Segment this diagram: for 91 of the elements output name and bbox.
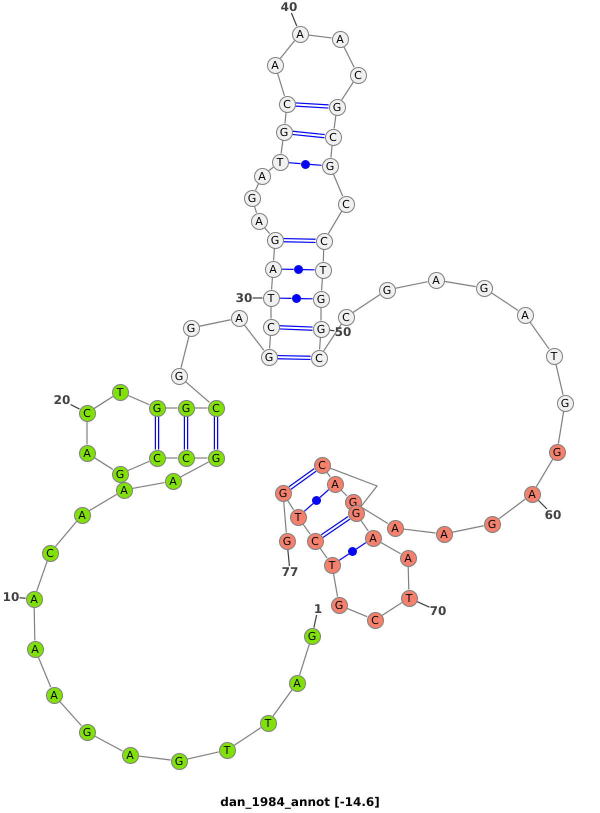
- nucleotide-circle: G: [312, 320, 330, 338]
- nucleotide-circle: T: [272, 154, 288, 170]
- nucleotide-circle: A: [264, 260, 282, 278]
- nucleotide-circle: G: [328, 98, 346, 116]
- nucleotide-circle: G: [322, 158, 338, 174]
- nucleotide-circle: C: [262, 318, 280, 336]
- nucleotide-circle: G: [266, 232, 284, 248]
- nucleotide-circle: T: [218, 742, 236, 758]
- nucleotide-circle: C: [278, 96, 296, 112]
- nucleotide-circle: T: [400, 590, 418, 606]
- nucleotide-circle: A: [46, 686, 62, 704]
- pairing-dot: [348, 547, 357, 556]
- nucleotide-circle: G: [274, 484, 292, 502]
- nucleotide-circle: G: [170, 752, 188, 770]
- pairing-dot: [300, 160, 310, 168]
- position-number: 20: [54, 394, 70, 406]
- nucleotide-circle: A: [122, 746, 138, 764]
- nucleotide-circle: A: [164, 472, 182, 490]
- nucleotide-circle: G: [178, 400, 194, 416]
- nucleotide-circle: G: [112, 466, 128, 482]
- nucleotide-circle: G: [476, 280, 492, 296]
- nucleotide-circle: C: [310, 350, 328, 366]
- pairing-dot: [292, 294, 300, 303]
- nucleotide-circle: G: [148, 400, 166, 416]
- pairing-dot: [312, 496, 321, 505]
- nucleotide-circle: A: [364, 530, 382, 546]
- position-number: 1: [314, 603, 322, 615]
- nucleotide-circle: A: [292, 26, 308, 42]
- nucleotide-circle: A: [288, 674, 306, 692]
- nucleotide-circle: C: [148, 450, 166, 466]
- nucleotide-circle: A: [74, 506, 90, 524]
- nucleotide-circle: C: [42, 544, 58, 562]
- nucleotide-circle: C: [78, 404, 96, 422]
- nucleotide-circle: G: [304, 628, 320, 644]
- nucleotide-circle: A: [386, 520, 404, 536]
- nucleotide-circle: A: [230, 310, 248, 326]
- position-number: 77: [282, 566, 298, 578]
- nucleotide-circle: T: [260, 714, 276, 732]
- nucleotide-circle: T: [262, 290, 280, 306]
- nucleotide-circle: G: [276, 124, 292, 140]
- position-number: 70: [430, 605, 446, 617]
- structure-caption: dan_1984_annot [-14.6]: [219, 795, 381, 809]
- nucleotide-circle: C: [178, 450, 194, 466]
- nucleotide-circle: T: [290, 508, 306, 526]
- nucleotide-circle: G: [170, 368, 188, 384]
- nucleotide-circle: G: [330, 596, 348, 614]
- nucleotide-circle: A: [266, 56, 284, 74]
- nucleotide-circle: G: [208, 450, 224, 466]
- nucleotide-circle: A: [428, 272, 444, 288]
- nucleotide-circle: C: [338, 308, 354, 326]
- nucleotide-circle: G: [484, 516, 500, 532]
- nucleotide-circle: C: [208, 400, 224, 416]
- nucleotide-circle: T: [546, 348, 562, 364]
- nucleotide-circle: C: [324, 128, 342, 146]
- nucleotide-circle: A: [326, 476, 344, 492]
- position-number: 60: [544, 509, 562, 521]
- nucleotide-circle: G: [78, 724, 96, 740]
- nucleotide-circle: A: [250, 212, 268, 230]
- nucleotide-circle: G: [556, 394, 574, 412]
- nucleotide-circle: G: [244, 190, 260, 206]
- nucleotide-circle: T: [112, 384, 128, 400]
- nucleotide-circle: G: [378, 282, 396, 298]
- nucleotide-circle: C: [316, 232, 332, 250]
- nucleotide-circle: A: [524, 486, 540, 502]
- nucleotide-circle: G: [278, 532, 296, 550]
- nucleotide-circle: T: [324, 556, 340, 574]
- nucleotide-circle: A: [400, 550, 416, 566]
- nucleotide-circle: A: [26, 590, 42, 608]
- position-number: 50: [334, 326, 352, 338]
- nucleotide-circle: C: [366, 612, 384, 628]
- nucleotide-circle: C: [338, 196, 354, 212]
- nucleotide-circle: A: [116, 482, 132, 498]
- pairing-dot: [294, 265, 302, 274]
- nucleotide-circle: A: [516, 306, 534, 324]
- nucleotide-circle: A: [26, 640, 44, 658]
- nucleotide-circle: C: [314, 456, 330, 474]
- nucleotide-circle: G: [348, 504, 364, 522]
- nucleotide-circle: G: [548, 444, 566, 460]
- nucleotide-circle: G: [260, 348, 278, 366]
- nucleotide-circle: A: [254, 168, 270, 184]
- nucleotide-circle: A: [332, 30, 348, 48]
- position-number: 10: [2, 591, 20, 603]
- position-number: 30: [236, 292, 252, 304]
- nucleotide-circle: A: [78, 444, 96, 462]
- nucleotide-circle: A: [436, 526, 452, 542]
- nucleotide-circle: G: [182, 320, 200, 336]
- position-number: 40: [280, 1, 298, 13]
- nucleotide-circle: T: [314, 262, 332, 278]
- nucleotide-circle: C: [306, 532, 324, 550]
- nucleotide-circle: C: [350, 66, 366, 84]
- nucleotide-circle: G: [312, 290, 330, 308]
